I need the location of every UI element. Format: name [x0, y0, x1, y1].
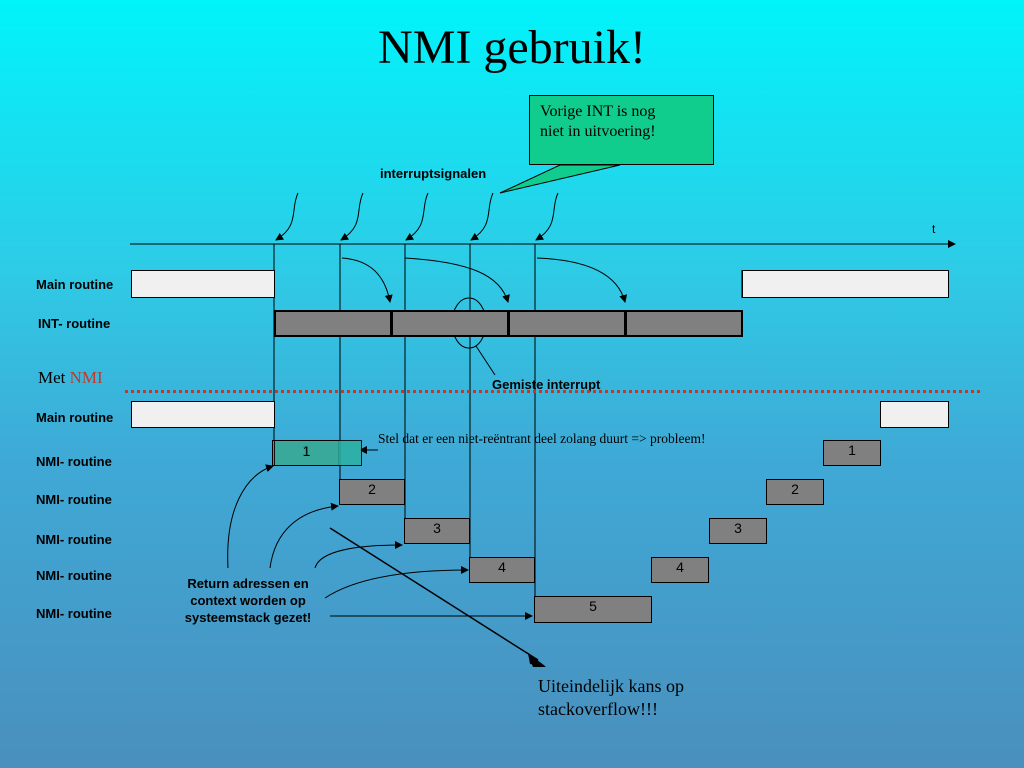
main-routine-label-top: Main routine — [36, 277, 114, 292]
nmi-box-right-4: 4 — [651, 557, 709, 583]
nmi-routine-label-5: NMI- routine — [36, 606, 112, 621]
reentrant-note: Stel dat er een niet-reëntrant deel zola… — [378, 431, 706, 446]
missed-interrupt-label: Gemiste interrupt — [492, 377, 601, 392]
interrupt-signals-label: interruptsignalen — [380, 166, 487, 181]
main-routine-bar-top-left — [131, 270, 275, 298]
nmi-routine-label-2: NMI- routine — [36, 492, 112, 507]
page-title: NMI gebruik! — [378, 21, 646, 74]
nmi-routine-label-1: NMI- routine — [36, 454, 112, 469]
nmi-box-left-2: 2 — [339, 479, 405, 505]
nmi-box-right-3: 3 — [709, 518, 767, 544]
callout-box: Vorige INT is nog niet in uitvoering! — [529, 95, 714, 165]
int-routine-segment-1 — [274, 310, 392, 337]
int-routine-segment-3 — [508, 310, 626, 337]
callout-line-1: Vorige INT is nog — [540, 103, 656, 120]
nmi-box-right-1: 1 — [823, 440, 881, 466]
interrupt-signal-2 — [340, 192, 364, 241]
nmi-box-highlight-number: 1 — [302, 443, 311, 459]
interrupt-signal-3 — [405, 192, 429, 241]
callout-line-2: niet in uitvoering! — [540, 123, 656, 140]
return-addresses-text: Return adressen en context worden op sys… — [172, 575, 324, 626]
return-text-line-1: Return adressen en — [187, 576, 309, 591]
conclusion-line-2: stackoverflow!!! — [538, 699, 658, 719]
interrupt-signal-5 — [535, 192, 559, 241]
nmi-box-left-3: 3 — [404, 518, 470, 544]
return-text-line-2: context worden op — [190, 593, 306, 608]
int-routine-segment-4 — [625, 310, 743, 337]
nmi-box-right-2: 2 — [766, 479, 824, 505]
nmi-box-center-5: 5 — [534, 596, 652, 623]
main-routine-bar-top-right — [742, 270, 949, 298]
int-routine-segment-2 — [391, 310, 509, 337]
nmi-routine-label-3: NMI- routine — [36, 532, 112, 547]
interrupt-signal-4 — [470, 192, 494, 241]
stackoverflow-conclusion: Uiteindelijk kans op stackoverflow!!! — [538, 675, 738, 721]
section-separator — [125, 390, 980, 393]
nmi-box-left-4: 4 — [469, 557, 535, 583]
return-text-line-3: systeemstack gezet! — [184, 610, 312, 625]
int-routine-label: INT- routine — [38, 316, 111, 331]
interrupt-signal-1 — [275, 192, 299, 241]
nmi-box-highlight — [274, 440, 362, 466]
met-nmi-label: Met NMI — [38, 368, 103, 387]
main-routine-label-bottom: Main routine — [36, 410, 114, 425]
conclusion-line-1: Uiteindelijk kans op — [538, 676, 684, 696]
main-routine-bar-bottom-right — [880, 401, 949, 428]
nmi-routine-label-4: NMI- routine — [36, 568, 112, 583]
time-label: t — [932, 222, 936, 236]
main-routine-bar-bottom-left — [131, 401, 275, 428]
callout-pointer — [499, 164, 621, 194]
